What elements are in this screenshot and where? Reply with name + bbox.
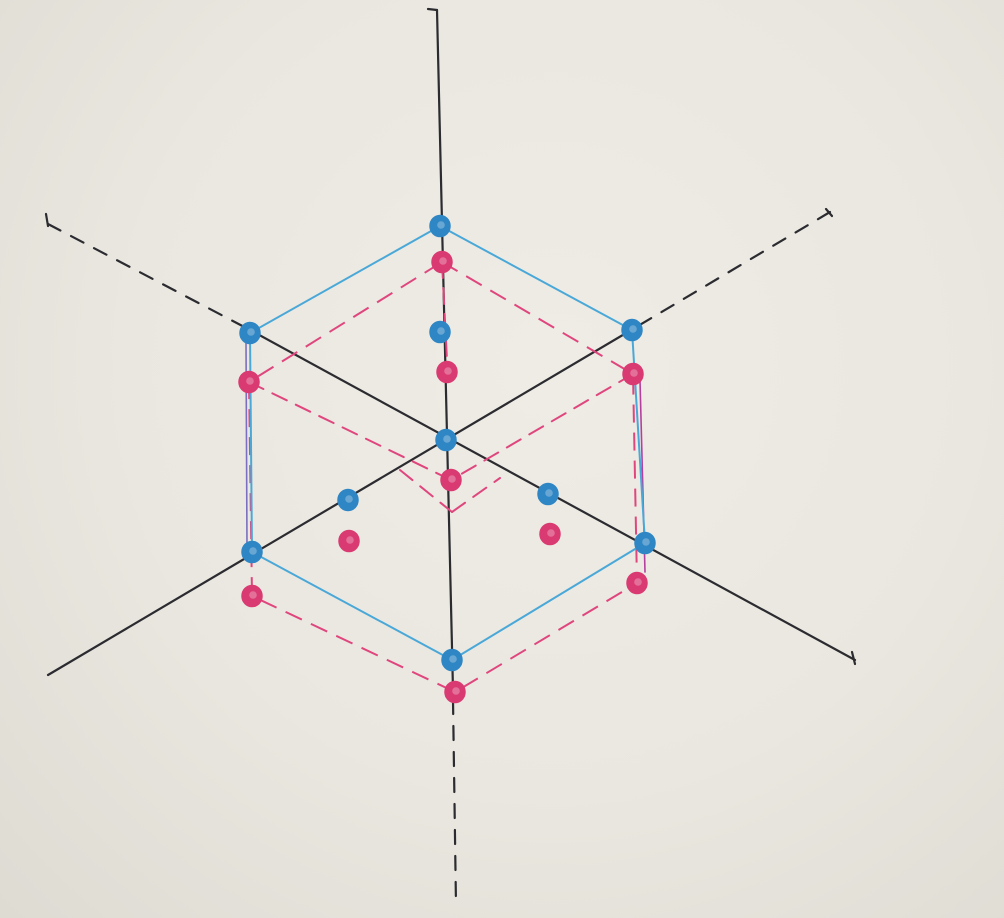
blue-atom-inner-right <box>537 482 559 506</box>
pink-atom-bottom <box>444 680 466 704</box>
diagonal-axis-b-tick <box>824 207 834 218</box>
pink-inner-line-top <box>441 261 449 381</box>
diagonal-axis-a-upper <box>46 222 252 332</box>
blue-atom-upper-left <box>239 321 261 345</box>
blue-atom-lower-left <box>241 540 263 564</box>
blue-atom-lower-right <box>634 531 656 555</box>
blue-atom-center <box>435 428 457 452</box>
pink-inner-line-lower-a <box>399 469 453 513</box>
blue-atom-bottom <box>441 648 463 672</box>
blue-atom-top <box>429 214 451 238</box>
pink-atom-inner-top <box>436 360 458 384</box>
diagonal-axis-a-tick <box>44 212 50 228</box>
pink-atom-upper-left <box>238 370 260 394</box>
vertical-axis-tick <box>426 7 439 12</box>
vertical-axis-lower <box>451 698 458 907</box>
blue-atom-upper-right <box>621 318 643 342</box>
pink-inner-line-ul <box>248 381 452 481</box>
pink-atom-inner-right <box>539 522 561 546</box>
diagonal-axis-a-end-tick <box>850 650 857 666</box>
pink-atom-lower-right <box>626 571 648 595</box>
atoms <box>238 214 656 704</box>
pink-atom-lower-left <box>241 584 263 608</box>
pink-atom-top <box>431 250 453 274</box>
blue-atom-inner-left <box>337 488 359 512</box>
vertical-axis-upper <box>435 8 455 692</box>
pink-atom-inner-left <box>338 529 360 553</box>
diagonal-axis-b-upper <box>636 210 832 328</box>
blue-atom-inner-top <box>429 320 451 344</box>
pink-inner-line-ur <box>450 373 634 481</box>
pink-inner-line-lower-b <box>451 477 501 513</box>
pink-atom-center <box>440 468 462 492</box>
pink-atom-upper-right <box>622 362 644 386</box>
axes <box>44 7 857 907</box>
